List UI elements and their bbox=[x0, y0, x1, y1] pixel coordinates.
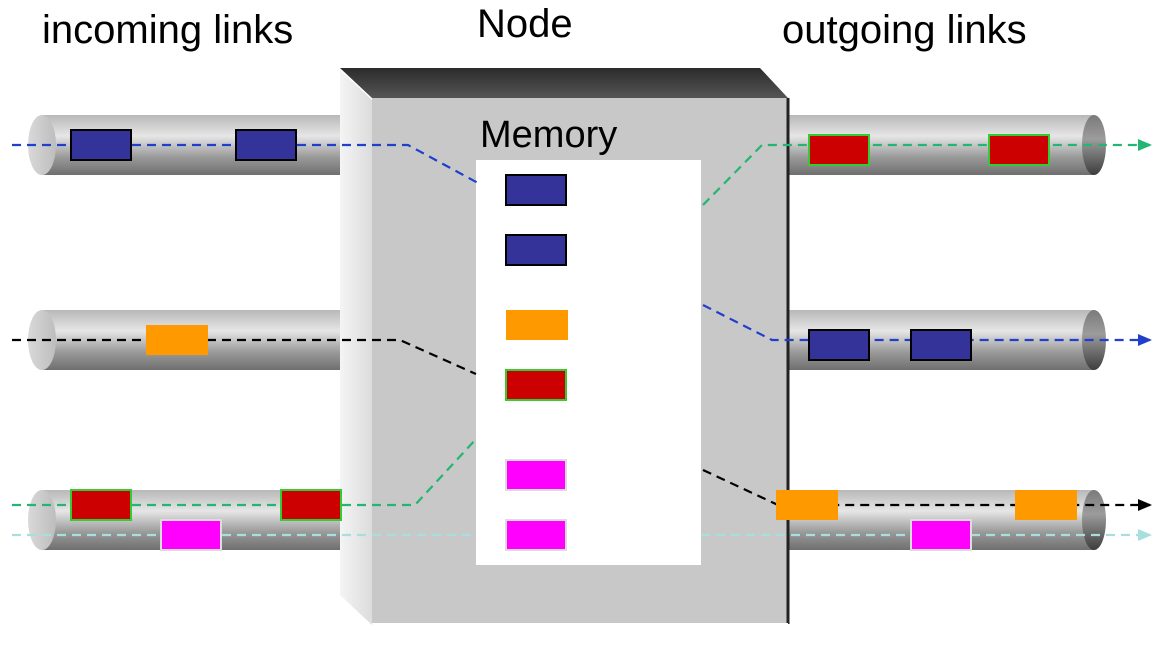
packet-blue-in1-a bbox=[70, 129, 132, 161]
memory-packet-blue-1 bbox=[505, 174, 567, 206]
packet-magenta-out3 bbox=[910, 519, 972, 551]
memory-packet-red bbox=[505, 369, 567, 401]
packet-blue-in1-b bbox=[235, 129, 297, 161]
blue-flow-in bbox=[12, 143, 479, 184]
packet-orange-out3-b bbox=[1015, 490, 1077, 520]
packet-magenta-in3 bbox=[160, 519, 222, 551]
memory-packet-magenta-1 bbox=[505, 459, 567, 491]
incoming-links-label: incoming links bbox=[42, 8, 294, 52]
memory-area bbox=[476, 160, 701, 565]
packet-red-in3-a bbox=[70, 489, 132, 521]
blue-flow-out bbox=[702, 304, 1152, 346]
packet-red-out1-b bbox=[988, 134, 1050, 166]
packet-blue-out2-b bbox=[910, 329, 972, 361]
packet-orange-out3-a bbox=[776, 490, 838, 520]
packet-red-out1-a bbox=[808, 134, 870, 166]
packet-blue-out2-a bbox=[808, 329, 870, 361]
packet-orange-in2 bbox=[146, 325, 208, 355]
memory-packet-blue-2 bbox=[505, 234, 567, 266]
packet-red-in3-b bbox=[280, 489, 342, 521]
outgoing-links-label: outgoing links bbox=[782, 8, 1027, 52]
memory-packet-magenta-2 bbox=[505, 519, 567, 551]
node-label: Node bbox=[477, 2, 573, 46]
memory-label: Memory bbox=[480, 114, 618, 156]
black-flow-in bbox=[12, 338, 477, 376]
memory-packet-orange bbox=[506, 310, 568, 340]
